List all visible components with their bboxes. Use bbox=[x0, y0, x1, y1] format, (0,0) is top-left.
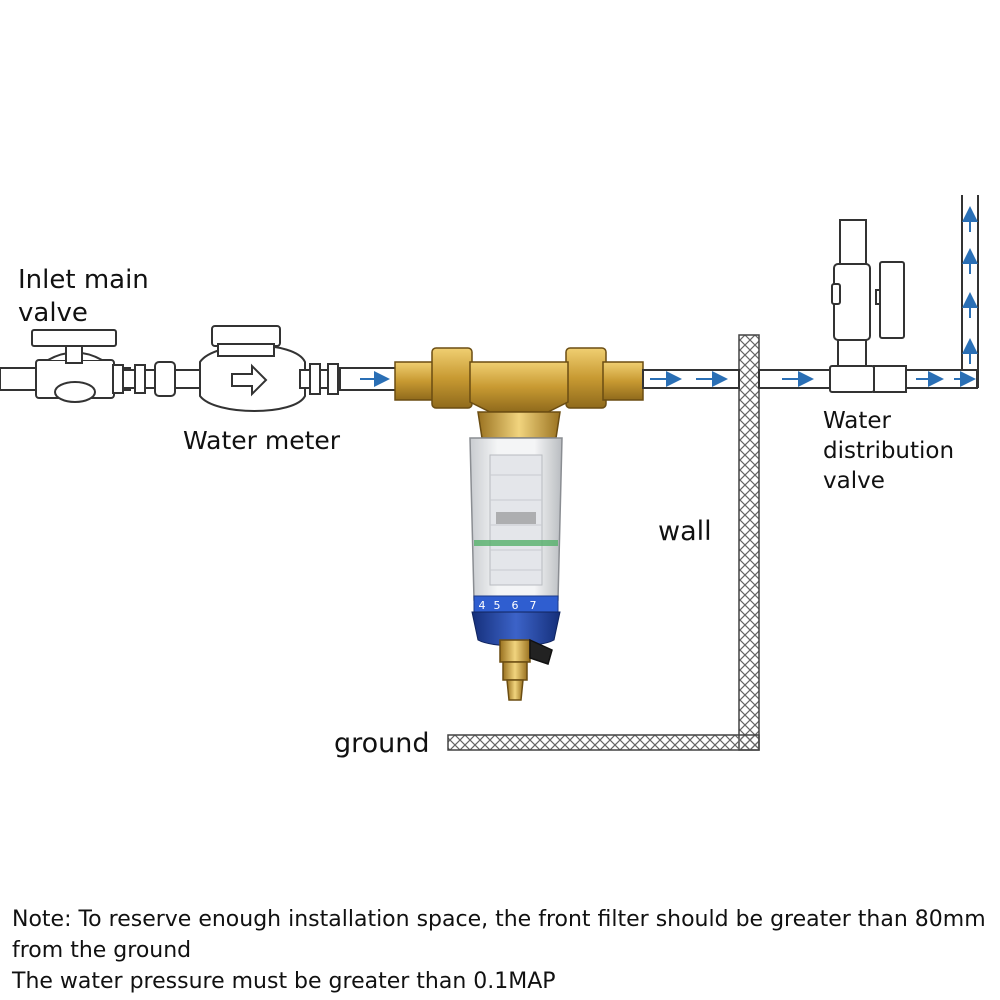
drain-valve bbox=[499, 638, 553, 701]
gauge-number: 4 bbox=[479, 599, 486, 612]
note-line: Note: To reserve enough installation spa… bbox=[12, 907, 986, 963]
filter-base bbox=[471, 595, 561, 647]
meter-outlet-fittings bbox=[299, 363, 339, 395]
filter-bowl bbox=[469, 437, 563, 601]
note-line: The water pressure must be greater than … bbox=[12, 969, 556, 994]
filter-head bbox=[394, 347, 644, 439]
ground-hatch bbox=[447, 734, 760, 751]
water-distribution-valve-label: Water distribution valve bbox=[823, 408, 955, 494]
water-meter-label: Water meter bbox=[183, 426, 341, 455]
wall-hatch bbox=[738, 334, 760, 751]
hollow-arrow-icon bbox=[231, 363, 268, 397]
outlet-flow-arrows bbox=[650, 206, 978, 387]
inlet-main-valve-label: Inlet main valve bbox=[18, 265, 149, 328]
water-distribution-valve bbox=[829, 219, 907, 393]
outlet-pipe bbox=[642, 195, 979, 389]
ground-label: ground bbox=[334, 728, 430, 759]
gauge-number: 7 bbox=[530, 599, 537, 612]
installation-note: Note: To reserve enough installation spa… bbox=[12, 904, 992, 997]
meter-inlet-fittings bbox=[112, 361, 206, 397]
water-meter bbox=[199, 325, 306, 412]
gauge-number: 5 bbox=[494, 599, 501, 612]
inlet-main-valve bbox=[31, 329, 117, 403]
gauge-number: 6 bbox=[512, 599, 519, 612]
wall-label: wall bbox=[658, 516, 712, 547]
